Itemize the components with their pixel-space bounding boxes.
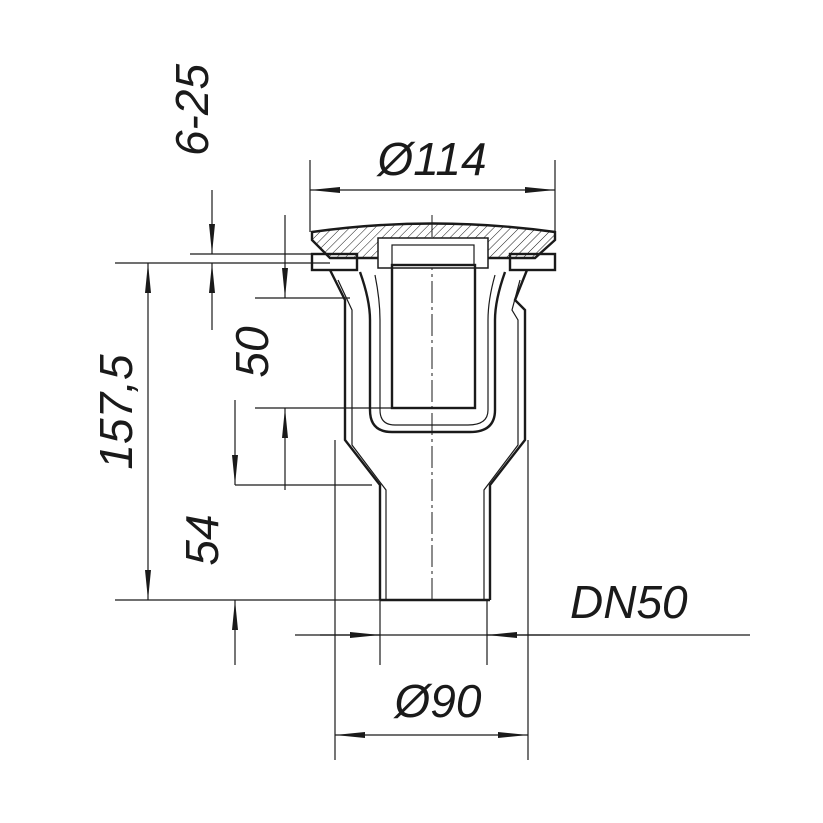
dim-adjustment: 6-25 xyxy=(166,64,218,156)
trap-bell-inner-wall xyxy=(374,274,496,426)
drain-body-inner-wall xyxy=(337,279,521,600)
dim-outlet-length: 54 xyxy=(176,514,228,565)
trap-bell xyxy=(358,271,507,434)
dim-nominal-size: DN50 xyxy=(570,576,688,628)
dim-grate-diameter: Ø114 xyxy=(375,133,486,185)
standpipe xyxy=(390,263,477,410)
dim-trap-depth: 50 xyxy=(226,326,278,378)
dim-body-diameter: Ø90 xyxy=(393,675,482,727)
grate-opening xyxy=(377,237,489,269)
flange-right xyxy=(508,252,557,272)
flange-left xyxy=(310,252,359,272)
drain-body xyxy=(328,269,529,600)
dim-total-height: 157,5 xyxy=(90,354,142,470)
